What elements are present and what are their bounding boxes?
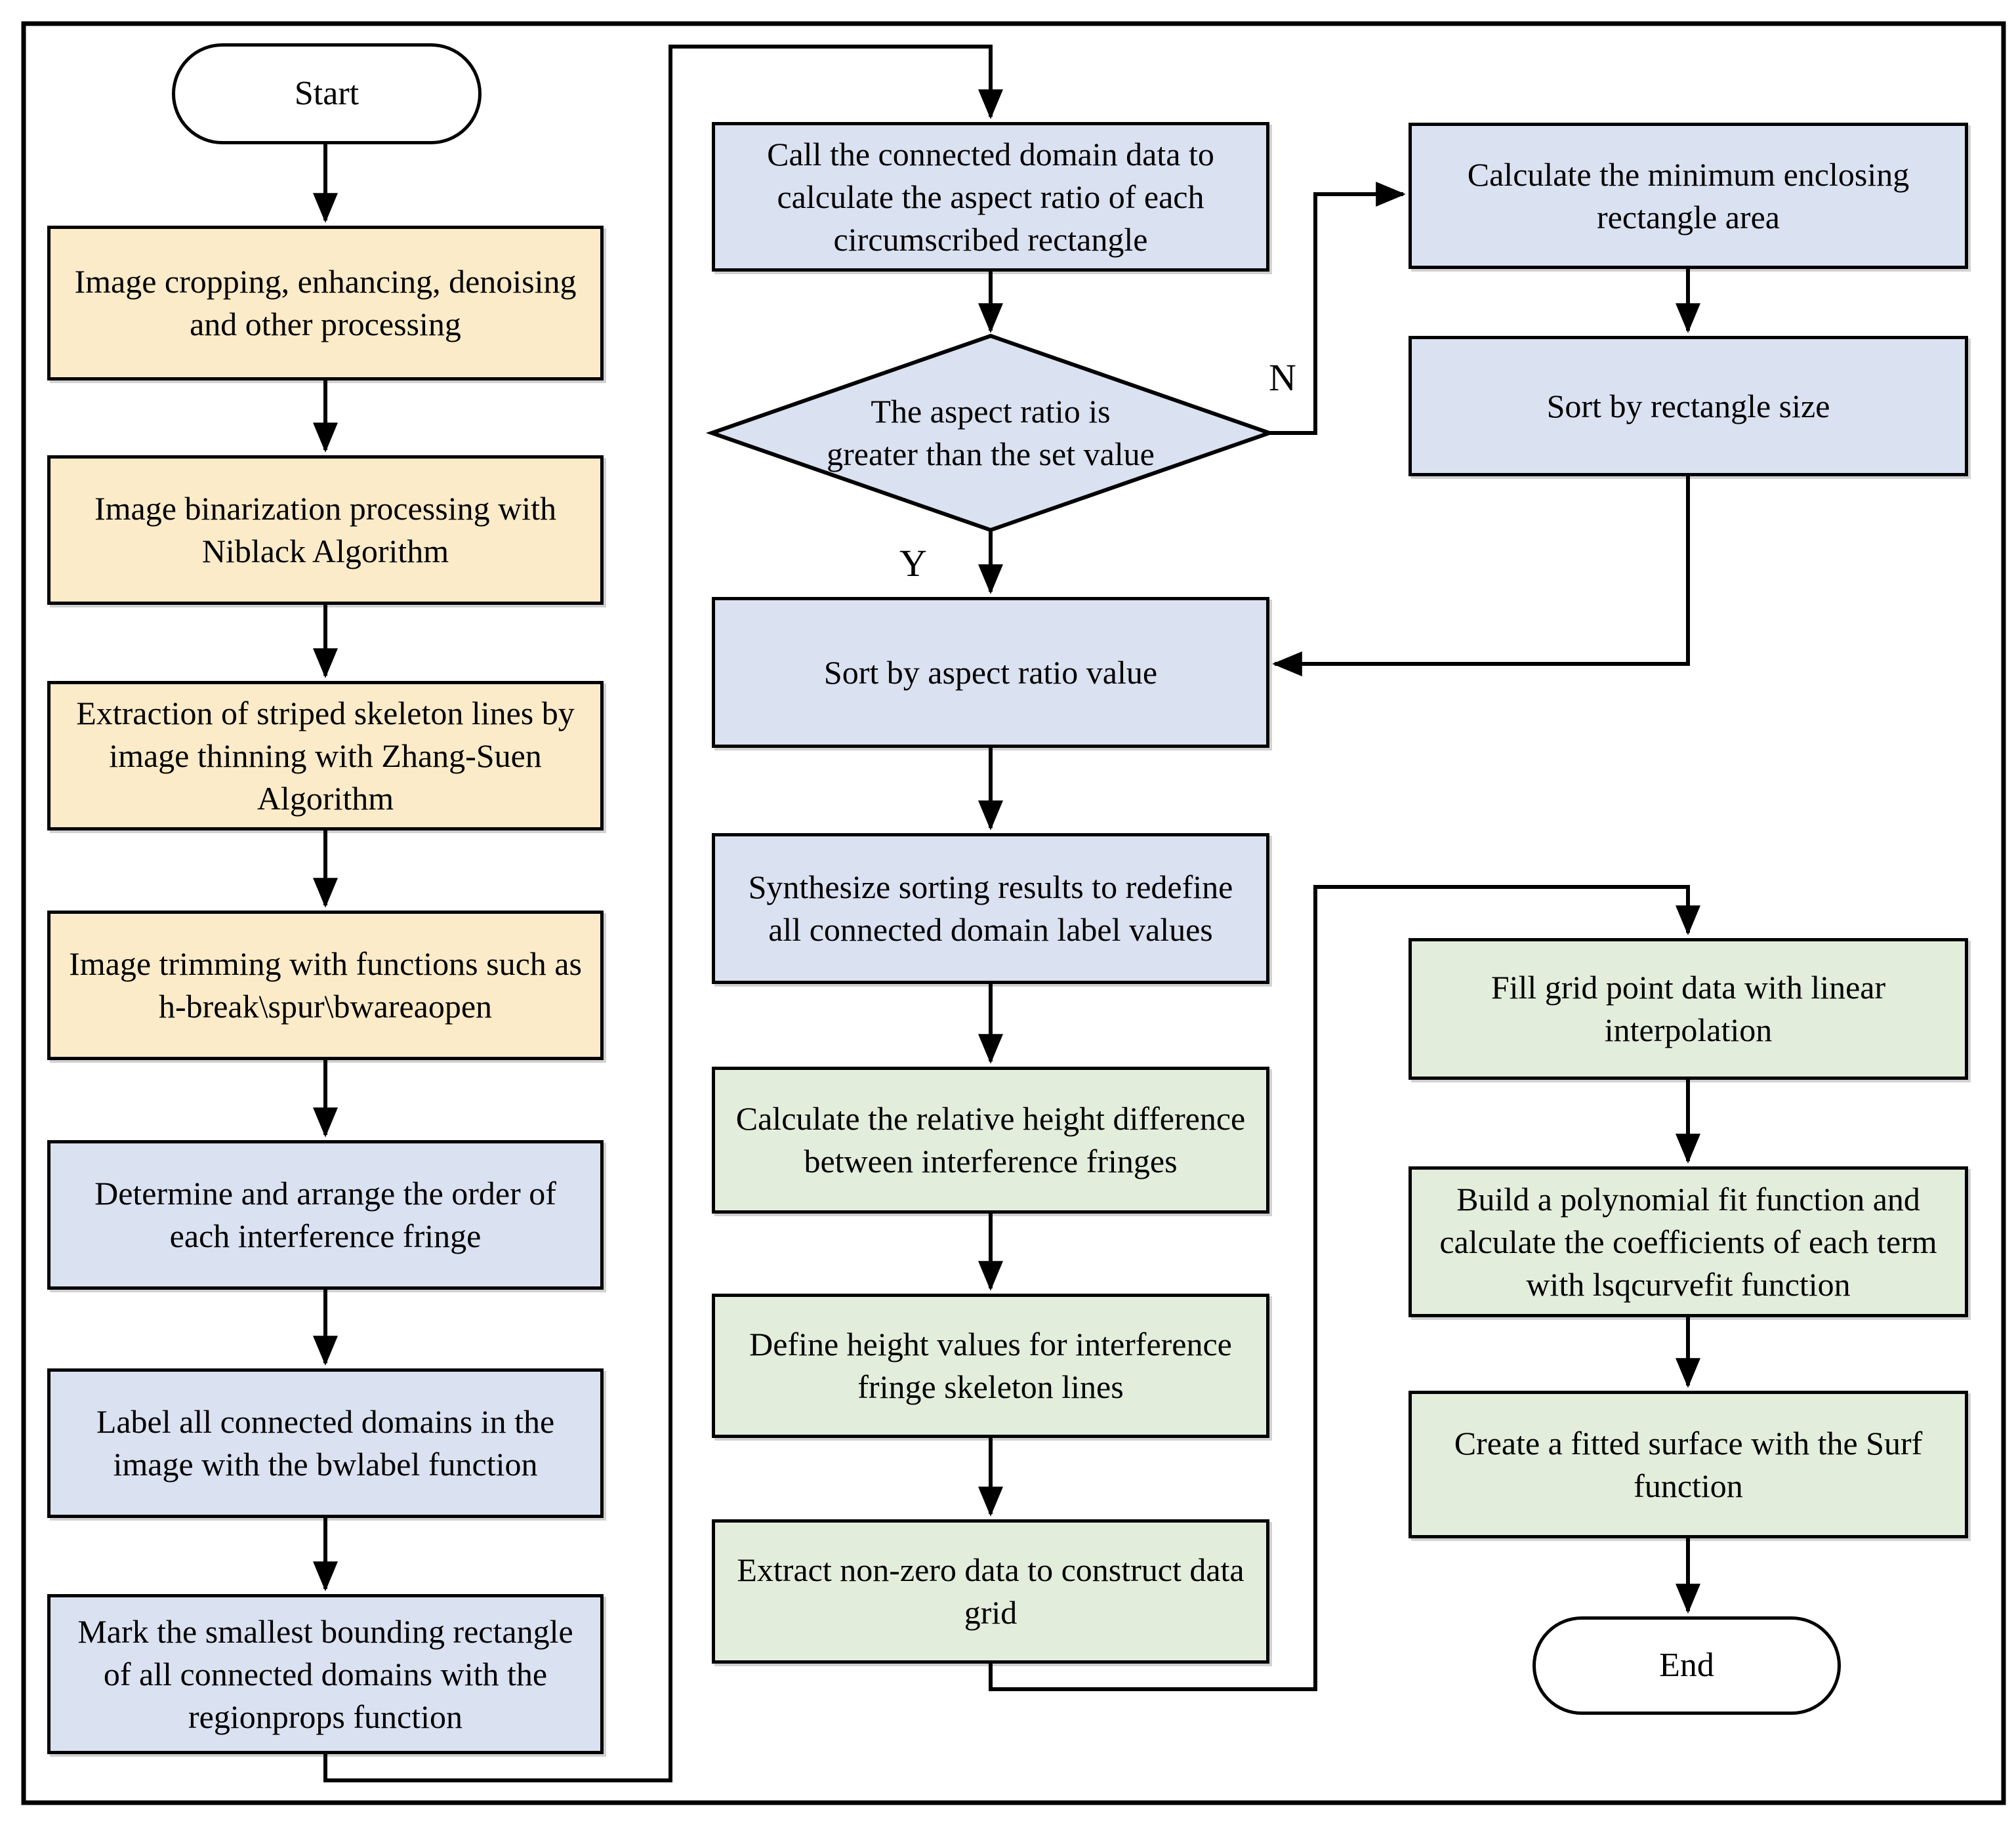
process-sort-rectangle: Sort by rectangle size <box>1409 336 1968 476</box>
process-fill-grid: Fill grid point data with linear interpo… <box>1409 938 1968 1080</box>
process-image-trimming: Image trimming with functions such as h-… <box>47 911 604 1060</box>
process-define-height: Define height values for interference fr… <box>712 1294 1269 1438</box>
process-skeleton-extraction: Extraction of striped skeleton lines by … <box>47 681 604 830</box>
process-binarization: Image binarization processing with Nibla… <box>47 455 604 605</box>
decision-label: The aspect ratio is greater than the set… <box>794 358 1187 508</box>
edge-extract-fillgrid <box>989 885 1700 1691</box>
process-regionprops: Mark the smallest bounding rectangle of … <box>47 1594 604 1754</box>
start-terminal: Start <box>172 43 482 144</box>
decision-yes-label: Y <box>899 541 927 584</box>
edge-decision-no-minrect <box>1269 182 1406 435</box>
process-polynomial-fit: Build a polynomial fit function and calc… <box>1409 1166 1968 1317</box>
edge-sortrect-sortaspect <box>1272 476 1690 676</box>
process-bwlabel: Label all connected domains in the image… <box>47 1368 604 1518</box>
decision-no-label: N <box>1269 356 1296 399</box>
process-aspect-ratio: Call the connected domain data to calcul… <box>712 122 1269 272</box>
decision-diamond <box>705 333 1276 533</box>
process-fringe-order: Determine and arrange the order of each … <box>47 1140 604 1290</box>
end-terminal: End <box>1533 1616 1841 1715</box>
decision-label-line1: The aspect ratio is <box>871 393 1111 430</box>
process-sort-aspect: Sort by aspect ratio value <box>712 597 1269 748</box>
process-extract-nonzero: Extract non-zero data to construct data … <box>712 1519 1269 1664</box>
process-surf-surface: Create a fitted surface with the Surf fu… <box>1409 1391 1968 1538</box>
process-min-rectangle: Calculate the minimum enclosing rectangl… <box>1409 123 1968 269</box>
process-image-preprocessing: Image cropping, enhancing, denoising and… <box>47 226 604 380</box>
diagram-border <box>21 21 2006 1805</box>
edge-regionprops-aspectratio <box>323 45 1003 1782</box>
process-relative-height: Calculate the relative height difference… <box>712 1067 1269 1214</box>
process-synthesize: Synthesize sorting results to redefine a… <box>712 833 1269 984</box>
decision-label-line2: greater than the set value <box>827 436 1155 472</box>
